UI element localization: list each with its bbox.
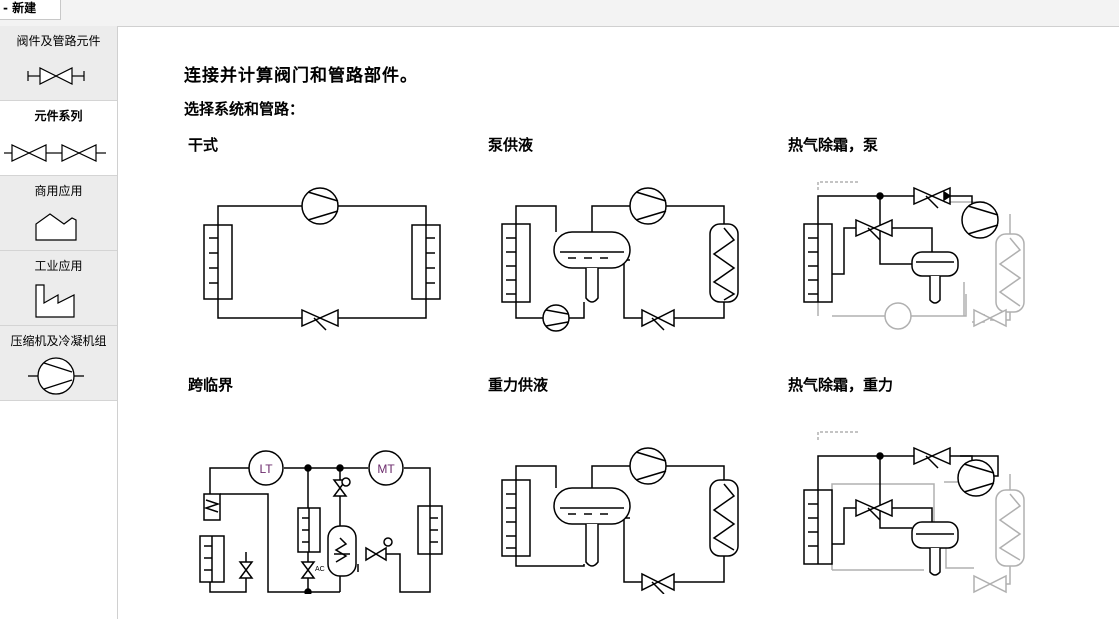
lt-label: LT xyxy=(259,462,273,476)
system-title: 跨临界 xyxy=(188,376,234,394)
system-title: 热气除霜，泵 xyxy=(788,136,879,154)
system-title: 热气除霜，重力 xyxy=(788,376,894,394)
sidebar-item-valves[interactable]: 阀件及管路元件 xyxy=(0,26,117,101)
page-subtitle: 选择系统和管路： xyxy=(184,100,305,118)
system-card-pump-fed[interactable]: 泵供液 xyxy=(484,134,774,352)
sidebar-item-label: 元件系列 xyxy=(34,109,83,123)
main-panel: 连接并计算阀门和管路部件。 选择系统和管路： 干式 xyxy=(118,26,1119,619)
system-title: 干式 xyxy=(188,136,219,154)
sidebar-item-component-series[interactable]: 元件系列 xyxy=(0,101,117,176)
hot-gas-defrost-gravity-diagram xyxy=(803,431,1025,594)
system-card-hot-gas-gravity[interactable]: 热气除霜，重力 xyxy=(784,374,1074,594)
ac-label: AC xyxy=(315,566,325,573)
sidebar-item-label: 压缩机及冷凝机组 xyxy=(10,334,107,348)
sidebar-item-label: 工业应用 xyxy=(34,259,83,273)
mt-label: MT xyxy=(377,462,395,476)
system-card-transcritical[interactable]: 跨临界 xyxy=(184,374,474,594)
compressor-icon xyxy=(28,357,84,395)
hot-gas-defrost-pump-diagram xyxy=(803,181,1025,330)
sidebar-item-label: 商用应用 xyxy=(34,184,83,198)
dx-system-diagram xyxy=(203,187,441,331)
tab-bar: - 新建 xyxy=(0,0,1119,27)
page-title: 连接并计算阀门和管路部件。 xyxy=(184,66,418,86)
valve-icon xyxy=(27,67,85,85)
sidebar-item-commercial[interactable]: 商用应用 xyxy=(0,176,117,251)
system-title: 泵供液 xyxy=(488,136,534,154)
factory-icon xyxy=(35,284,75,318)
valve-series-icon xyxy=(4,144,106,162)
gravity-fed-system-diagram xyxy=(501,447,739,594)
system-title: 重力供液 xyxy=(488,376,549,394)
tab-new[interactable]: - 新建 xyxy=(0,0,61,20)
system-card-dx[interactable]: 干式 xyxy=(184,134,474,352)
sidebar-item-industrial[interactable]: 工业应用 xyxy=(0,251,117,326)
commercial-building-icon xyxy=(35,213,77,241)
system-card-gravity-fed[interactable]: 重力供液 xyxy=(484,374,774,594)
sidebar-item-compressor[interactable]: 压缩机及冷凝机组 xyxy=(0,326,117,401)
system-card-hot-gas-pump[interactable]: 热气除霜，泵 xyxy=(784,134,1074,352)
transcritical-system-diagram: LT MT AC xyxy=(199,450,443,594)
sidebar-item-label: 阀件及管路元件 xyxy=(16,34,101,48)
sidebar: 阀件及管路元件 元件系列 商用应用 工业应用 压 xyxy=(0,26,118,619)
pump-fed-system-diagram xyxy=(501,187,739,332)
